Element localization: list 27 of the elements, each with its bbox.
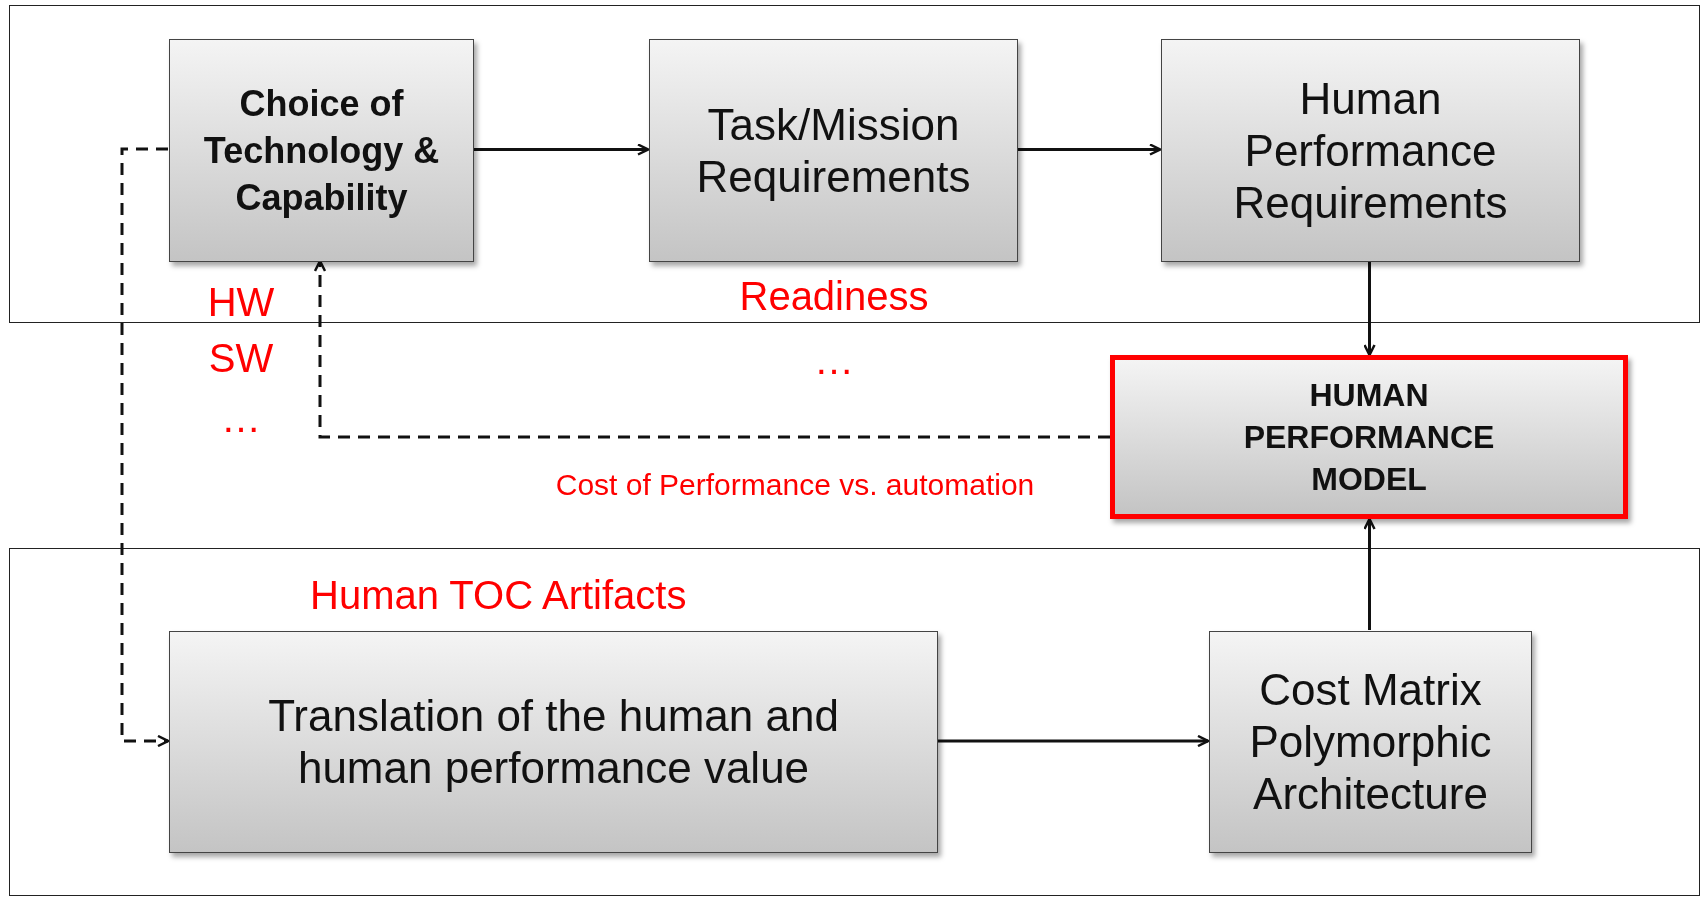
group-band xyxy=(9,5,1700,323)
model-box xyxy=(1110,355,1628,519)
arrow xyxy=(1017,143,1162,156)
process-box xyxy=(169,631,938,853)
process-box xyxy=(169,39,474,262)
arrow xyxy=(120,147,170,748)
arrow xyxy=(473,143,650,156)
group-band xyxy=(9,548,1700,896)
box-label: Translation of the human and human performance value xyxy=(267,690,840,794)
annotation-text: Readiness xyxy=(739,273,929,319)
group-heading: Human TOC Artifacts xyxy=(310,573,687,618)
box-label: Choice of Technology & Capability xyxy=(202,82,441,220)
arrow xyxy=(1363,261,1376,357)
box-label: Human Performance Requirements xyxy=(1232,72,1509,229)
annotation-text: HW xyxy=(207,279,275,325)
annotation-text: … xyxy=(814,337,854,383)
annotation-text: SW xyxy=(208,335,274,381)
process-box xyxy=(649,39,1018,262)
box-label: Cost Matrix Polymorphic Architecture xyxy=(1248,664,1493,820)
annotation-text: Cost of Performance vs. automation xyxy=(555,468,1035,502)
box-label: Task/Mission Requirements xyxy=(695,98,972,203)
process-box xyxy=(1209,631,1532,853)
process-box xyxy=(1161,39,1580,262)
annotation-text: … xyxy=(221,395,261,441)
arrow xyxy=(1363,517,1376,630)
arrow xyxy=(937,734,1210,748)
box-label: HUMAN PERFORMANCE MODEL xyxy=(1242,376,1496,499)
